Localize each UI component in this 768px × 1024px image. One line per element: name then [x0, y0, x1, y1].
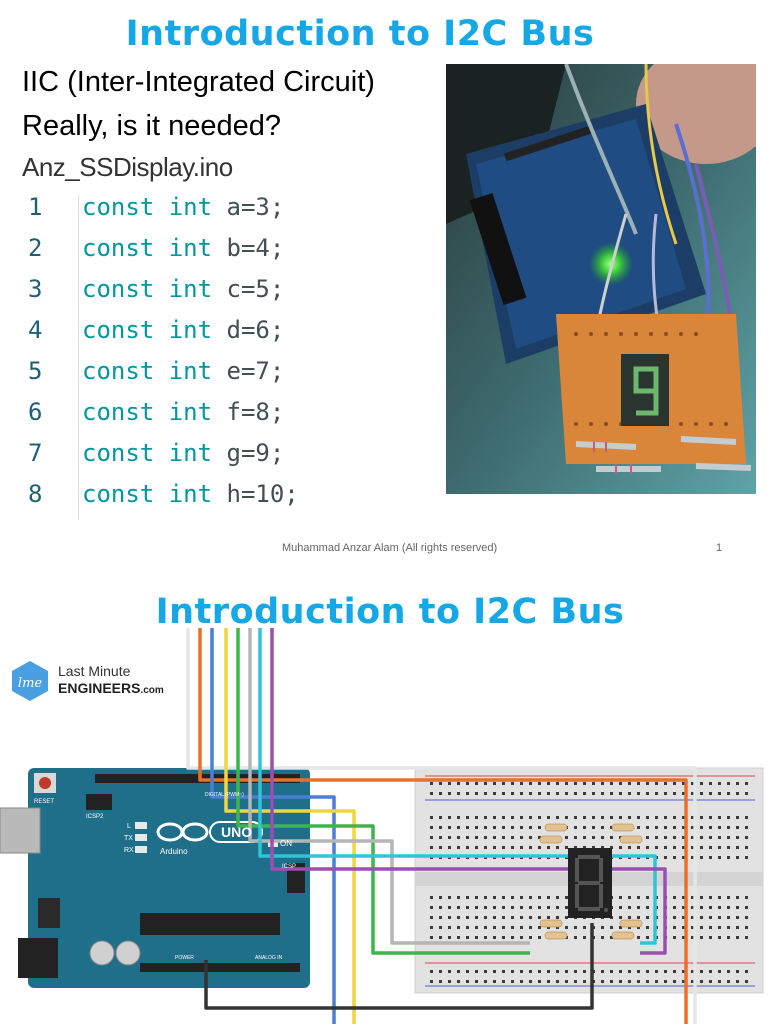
wire-blue	[210, 628, 336, 1024]
code-keyword: const int	[82, 193, 213, 221]
code-line-text: const int h=10;	[82, 480, 299, 508]
slide-2: Introduction to I2C Bus lme Last Minute …	[0, 578, 768, 1024]
code-line-number: 8	[28, 480, 43, 508]
svg-text:lme: lme	[18, 676, 42, 691]
code-keyword: const int	[82, 357, 213, 385]
l-led-label: L	[127, 823, 131, 830]
code-line-number: 6	[28, 398, 43, 426]
code-assignment: f=8;	[212, 398, 285, 426]
resistors	[539, 823, 643, 940]
code-line-number: 4	[28, 316, 43, 344]
code-line-number: 2	[28, 234, 43, 262]
footer-copyright: Muhammad Anzar Alam (All rights reserved…	[282, 542, 498, 554]
code-assignment: a=3;	[212, 193, 285, 221]
code-assignment: h=10;	[212, 480, 299, 508]
code-gutter-divider	[78, 195, 79, 520]
power-header-label: POWER	[175, 955, 194, 961]
reset-label: RESET	[34, 799, 54, 805]
wire-yellow	[224, 628, 356, 1024]
code-line-text: const int b=4;	[82, 234, 284, 262]
code-line-number: 1	[28, 193, 43, 221]
board-brand-label: Arduino	[160, 847, 188, 856]
code-line-text: const int a=3;	[82, 193, 284, 221]
code-line-text: const int f=8;	[82, 398, 284, 426]
power-on-label: ON	[280, 839, 292, 848]
wire-orange	[198, 628, 688, 1024]
analog-header-label: ANALOG IN	[255, 955, 283, 961]
rx-label: RX	[124, 847, 134, 854]
code-line-text: const int c=5;	[82, 275, 284, 303]
code-assignment: c=5;	[212, 275, 285, 303]
code-line-text: const int d=6;	[82, 316, 284, 344]
wire-gray	[248, 628, 530, 945]
slide-title: Introduction to I2C Bus	[155, 592, 625, 632]
code-line-number: 5	[28, 357, 43, 385]
lastminute-engineers-logo: lme Last Minute ENGINEERS.com	[10, 660, 210, 710]
icsp2-label: ICSP2	[86, 814, 104, 820]
tx-label: TX	[124, 835, 133, 842]
code-line-text: const int g=9;	[82, 439, 284, 467]
code-line-number: 7	[28, 439, 43, 467]
subtitle-iic: IIC (Inter-Integrated Circuit)	[22, 66, 375, 98]
slide-title: Introduction to I2C Bus	[125, 14, 595, 54]
code-keyword: const int	[82, 398, 213, 426]
breadboard	[414, 767, 764, 994]
icsp-label: ICSP	[282, 864, 296, 870]
code-assignment: e=7;	[212, 357, 285, 385]
logo-text-line2: ENGINEERS.com	[58, 680, 164, 696]
code-assignment: d=6;	[212, 316, 285, 344]
logo-text-line1: Last Minute	[58, 663, 131, 679]
seven-segment-display	[568, 848, 612, 918]
wire-cyan	[258, 628, 657, 945]
breadboard-photo	[446, 64, 756, 494]
board-name-label: UNO	[221, 824, 252, 840]
slide-1: Introduction to I2C Bus IIC (Inter-Integ…	[22, 14, 756, 554]
code-keyword: const int	[82, 480, 213, 508]
code-assignment: b=4;	[212, 234, 285, 262]
code-keyword: const int	[82, 234, 213, 262]
wiring-diagram: UNO Arduino ON RESET ICSP2 ICSP TX RX L …	[0, 628, 764, 1024]
code-line-text: const int e=7;	[82, 357, 284, 385]
code-keyword: const int	[82, 275, 213, 303]
code-line-number: 3	[28, 275, 43, 303]
code-assignment: g=9;	[212, 439, 285, 467]
code-filename: Anz_SSDisplay.ino	[22, 152, 233, 182]
wire-white	[186, 628, 697, 1024]
lme-hexagon-icon: lme	[12, 661, 48, 701]
wire-purple	[270, 628, 667, 955]
code-keyword: const int	[82, 439, 213, 467]
page-number: 1	[716, 542, 723, 554]
subtitle-question: Really, is it needed?	[22, 110, 282, 142]
code-keyword: const int	[82, 316, 213, 344]
wire-green	[236, 628, 530, 955]
digital-header-label: DIGITAL (PWM~)	[205, 792, 244, 798]
wire-black	[204, 923, 594, 1010]
